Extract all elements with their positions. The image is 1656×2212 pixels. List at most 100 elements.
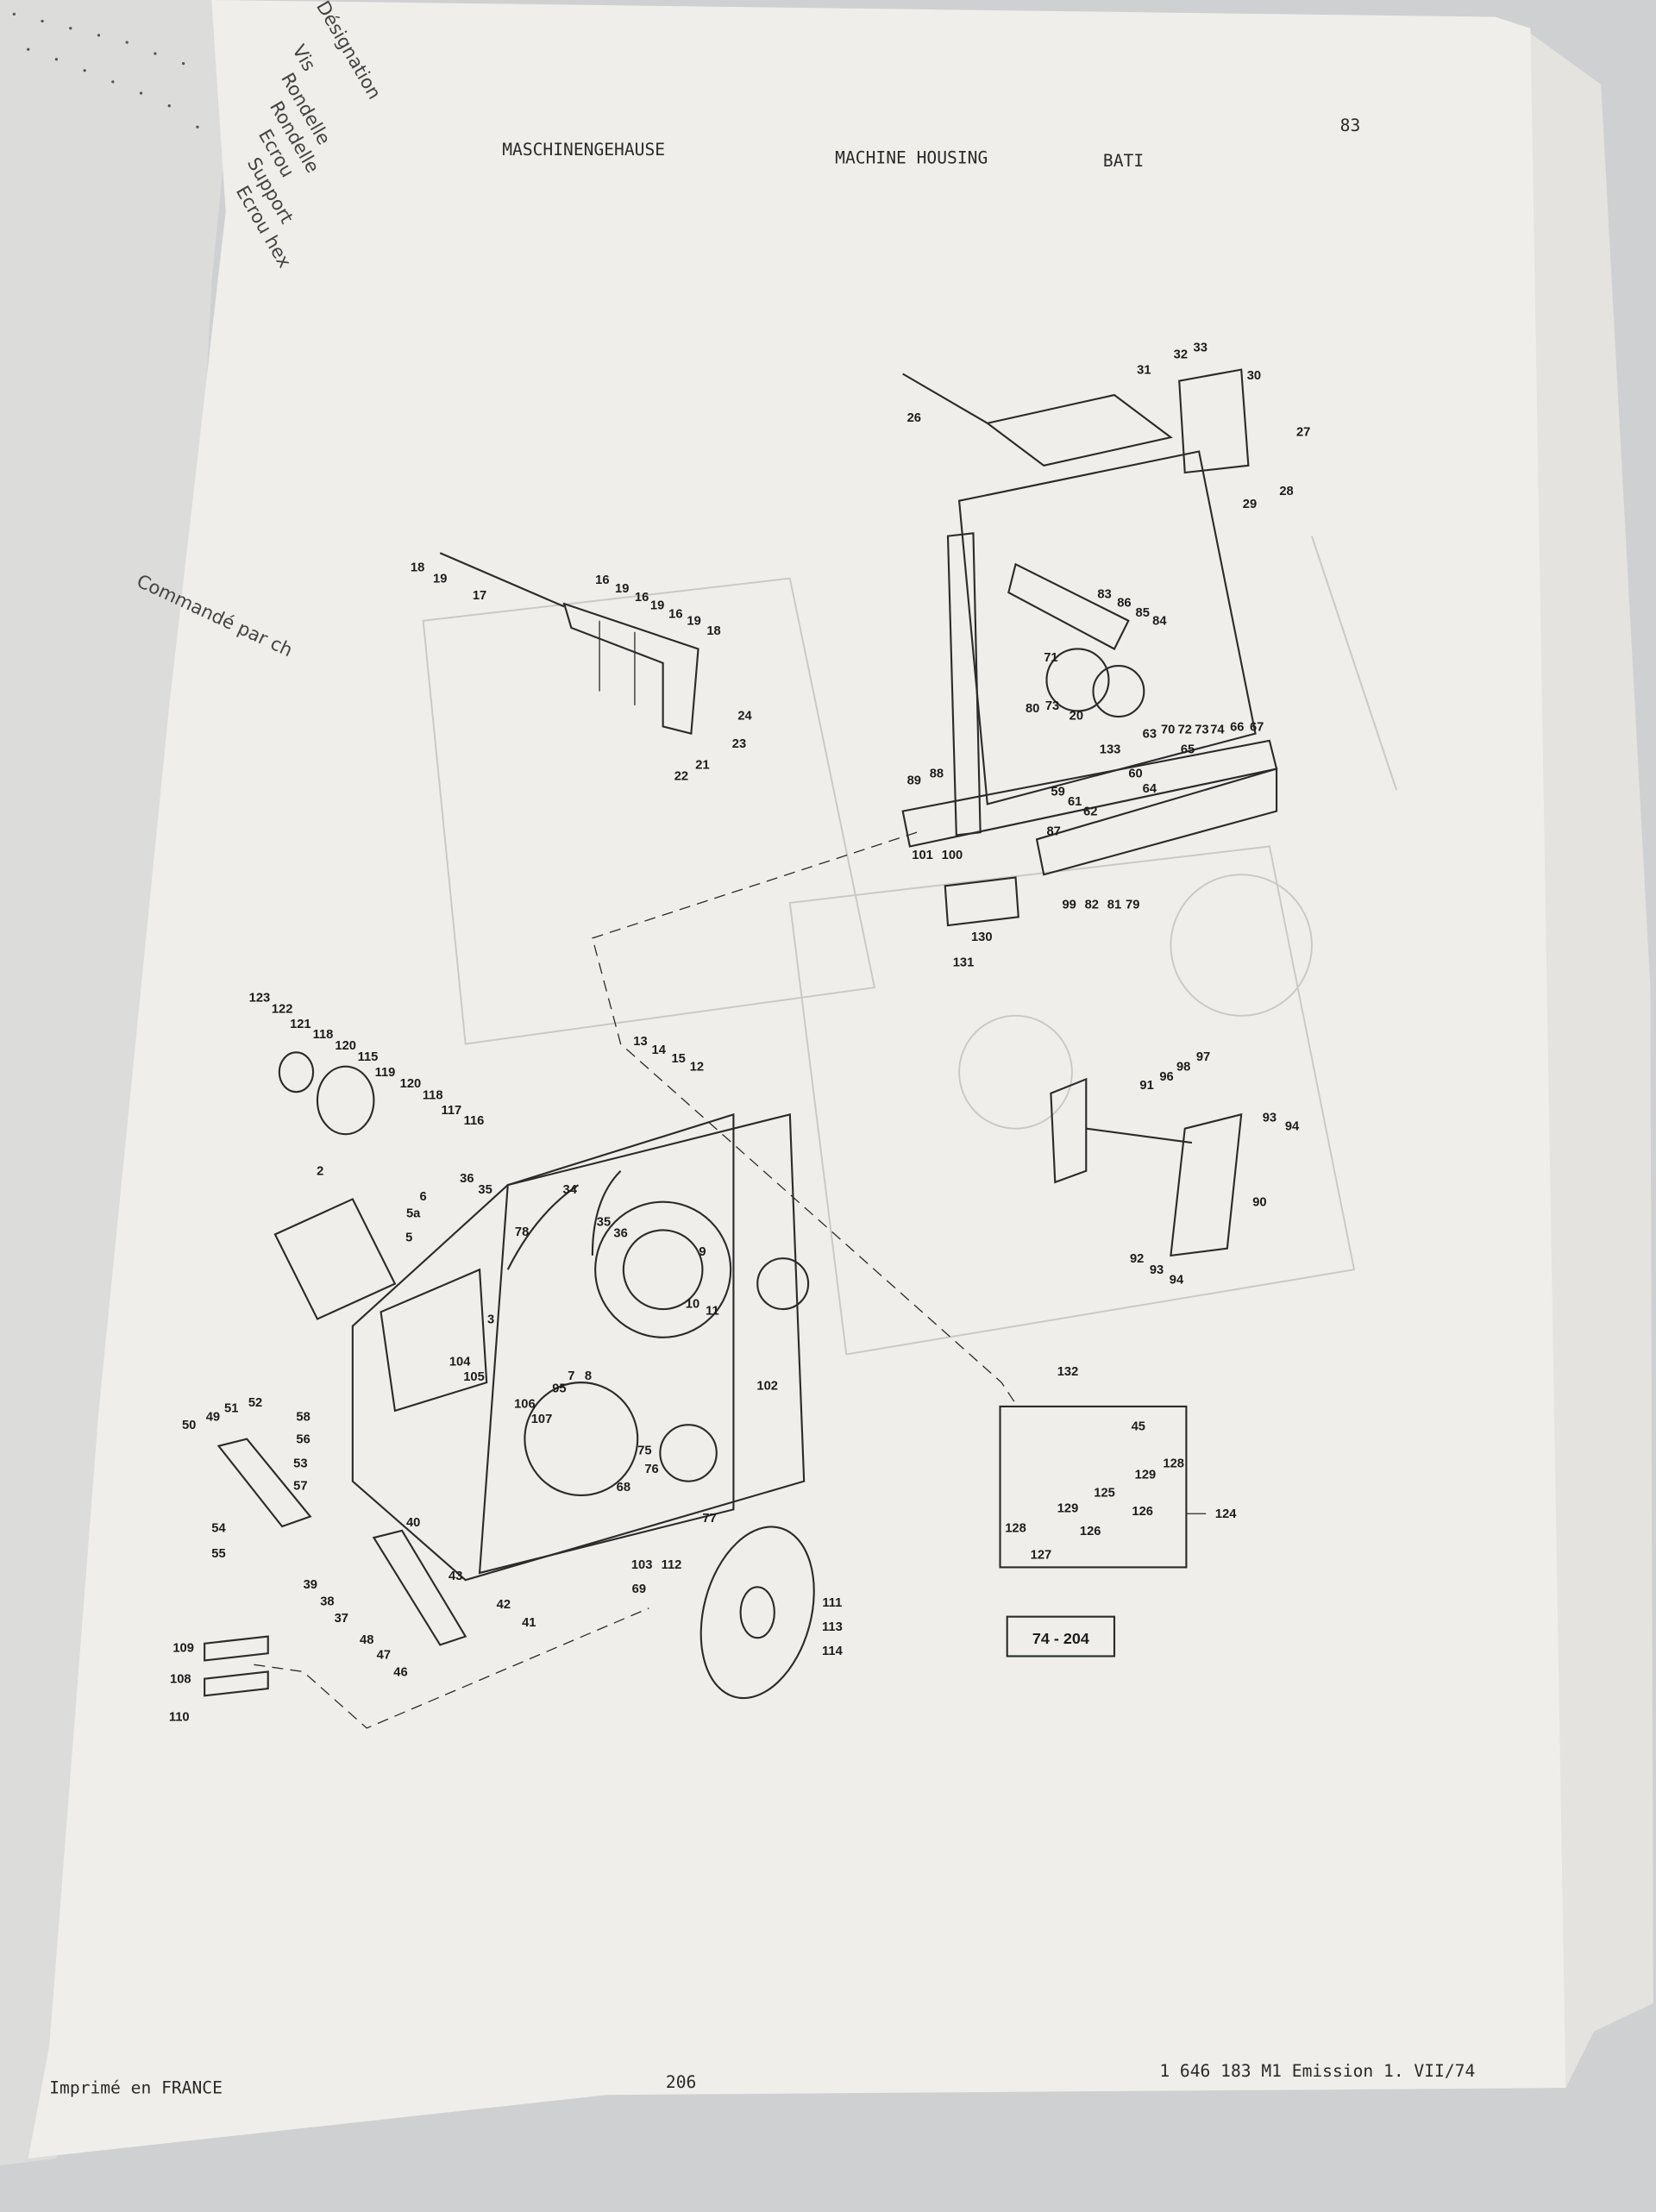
- page-number: 83: [1340, 116, 1361, 135]
- part-callout: 125: [1094, 1487, 1115, 1501]
- part-callout: 54: [211, 1522, 226, 1536]
- part-callout: 5: [405, 1231, 412, 1245]
- part-callout: 75: [637, 1444, 651, 1458]
- part-callout: 131: [953, 956, 975, 970]
- part-callout: 18: [411, 561, 424, 575]
- part-callout: 80: [1026, 702, 1039, 716]
- part-callout: 19: [650, 599, 664, 613]
- title-french: BATI: [1103, 151, 1144, 171]
- part-callout: 45: [1132, 1420, 1145, 1434]
- part-callout: 39: [304, 1578, 317, 1592]
- part-callout: 101: [912, 849, 933, 862]
- part-callout: 85: [1136, 606, 1150, 620]
- part-callout: 126: [1080, 1525, 1101, 1538]
- part-callout: 23: [732, 737, 746, 751]
- part-callout: 31: [1137, 363, 1151, 377]
- part-callout: 113: [822, 1620, 843, 1634]
- part-callout: 98: [1176, 1061, 1190, 1075]
- drawing-reference: 74 - 204: [1032, 1630, 1089, 1647]
- part-callout: 49: [206, 1410, 220, 1424]
- footer-printed-in: Imprimé en FRANCE: [49, 2078, 223, 2098]
- part-callout: 93: [1263, 1111, 1276, 1125]
- part-callout: 22: [674, 770, 688, 784]
- part-callout: 51: [224, 1401, 238, 1415]
- part-callout: 81: [1107, 898, 1121, 912]
- part-callout: 96: [1159, 1070, 1173, 1084]
- part-callout: 97: [1196, 1050, 1210, 1064]
- exploded-parts-diagram: [204, 368, 1278, 1729]
- part-callout: 72: [1178, 724, 1192, 737]
- footer-document-reference: 1 646 183 M1 Emission 1. VII/74: [1159, 2061, 1475, 2081]
- part-callout: 118: [423, 1088, 443, 1102]
- part-callout: 122: [272, 1003, 293, 1017]
- part-callout: 130: [971, 931, 993, 944]
- part-callout: 107: [531, 1413, 553, 1426]
- part-callout: 109: [172, 1642, 194, 1656]
- part-callout: 76: [644, 1463, 658, 1476]
- part-callout: 19: [433, 573, 447, 586]
- part-callout: 120: [335, 1039, 356, 1053]
- part-callout: 106: [514, 1398, 536, 1412]
- drawing-reference-box: 74 - 204: [1006, 1615, 1116, 1657]
- left-page: [0, 0, 241, 2166]
- part-callout: 13: [633, 1035, 647, 1049]
- part-callout: 12: [690, 1061, 704, 1075]
- part-callout: 36: [460, 1172, 474, 1186]
- part-callout: 128: [1005, 1522, 1026, 1536]
- part-callout: 129: [1135, 1468, 1157, 1482]
- part-callout: 129: [1057, 1502, 1079, 1516]
- part-callout: 14: [652, 1043, 667, 1057]
- part-callout: 116: [464, 1114, 485, 1128]
- part-callout: 128: [1163, 1457, 1184, 1470]
- main-page: [28, 0, 1566, 2159]
- part-callout: 78: [515, 1225, 529, 1239]
- part-callout: 62: [1083, 805, 1097, 819]
- part-callout: 91: [1139, 1079, 1153, 1093]
- part-callout: 95: [552, 1382, 566, 1396]
- part-callout: 111: [822, 1596, 842, 1610]
- part-callout: 126: [1132, 1505, 1153, 1519]
- part-callout: 118: [313, 1028, 334, 1042]
- part-callout: 53: [293, 1457, 307, 1470]
- part-callout: 48: [360, 1633, 373, 1647]
- part-callout: 35: [597, 1216, 611, 1230]
- part-callout: 21: [695, 759, 709, 773]
- part-callout: 6: [420, 1190, 427, 1204]
- part-callout: 56: [296, 1432, 310, 1446]
- part-callout: 19: [615, 582, 629, 596]
- part-callout: 57: [293, 1479, 307, 1493]
- part-callout: 27: [1296, 425, 1310, 439]
- part-callout: 16: [635, 591, 649, 605]
- part-callout: 89: [907, 774, 921, 788]
- part-callout: 35: [478, 1183, 492, 1197]
- part-callout: 63: [1143, 728, 1157, 742]
- part-callout: 46: [393, 1665, 407, 1679]
- part-callout: 37: [335, 1612, 348, 1626]
- part-callout: 84: [1152, 615, 1167, 629]
- part-callout: 92: [1130, 1252, 1144, 1266]
- part-callout: 88: [930, 767, 944, 780]
- part-callout: 69: [632, 1582, 646, 1596]
- part-callout: 108: [170, 1673, 191, 1687]
- part-callout: 102: [756, 1379, 778, 1393]
- part-callout: 100: [942, 849, 963, 862]
- show-through-drawing: [422, 536, 1398, 1356]
- part-callout: 66: [1230, 720, 1244, 734]
- part-callout: 40: [406, 1516, 420, 1530]
- part-callout: 24: [737, 709, 752, 723]
- part-callout: 110: [169, 1711, 190, 1725]
- part-callout: 77: [702, 1512, 716, 1526]
- part-callout: 103: [631, 1558, 653, 1572]
- part-callout: 120: [400, 1077, 422, 1091]
- part-callout: 74: [1210, 724, 1225, 737]
- part-callout: 73: [1045, 699, 1059, 713]
- part-callout: 47: [377, 1649, 391, 1663]
- part-callout: 2: [317, 1165, 323, 1179]
- part-callout: 28: [1279, 485, 1293, 498]
- part-callout: 10: [686, 1297, 699, 1311]
- part-callout: 43: [448, 1570, 462, 1583]
- part-callout: 20: [1070, 709, 1083, 723]
- part-callout: 38: [320, 1595, 334, 1609]
- part-callout: 94: [1170, 1274, 1184, 1288]
- part-callout: 133: [1100, 743, 1121, 757]
